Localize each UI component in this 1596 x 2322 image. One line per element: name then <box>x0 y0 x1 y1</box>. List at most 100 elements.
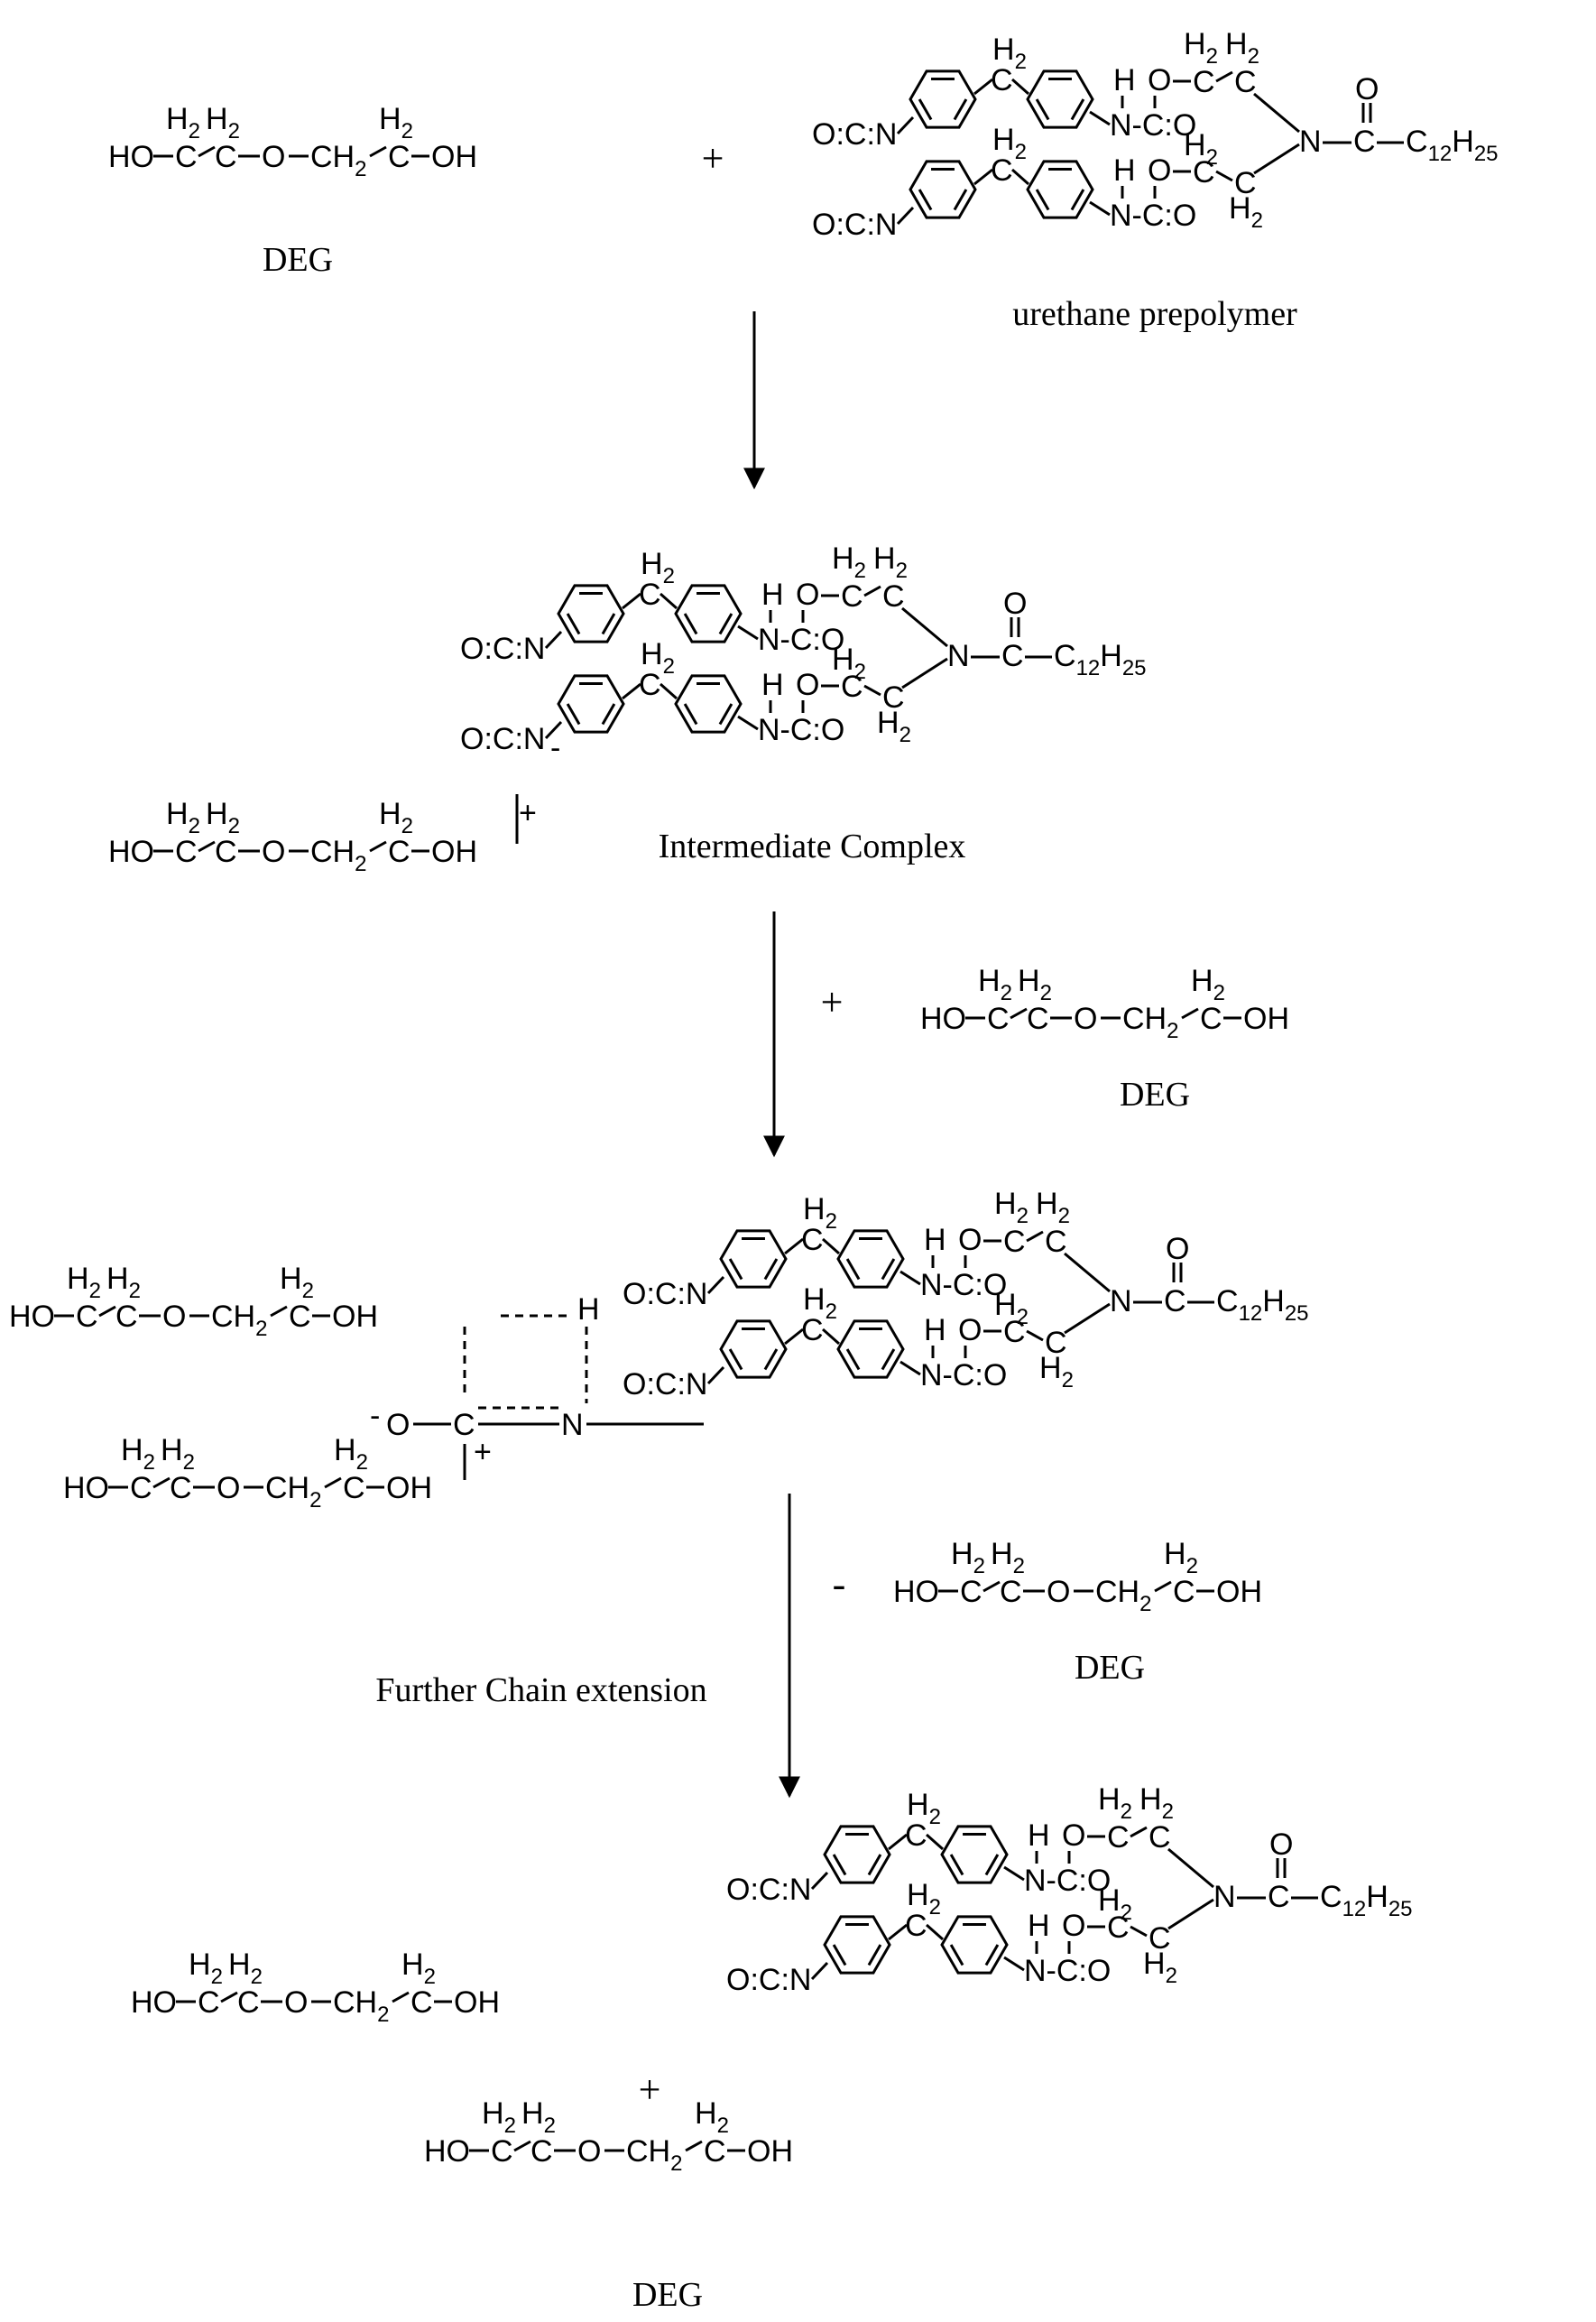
bond <box>1003 1865 1025 1882</box>
ring-outline <box>940 1915 1009 1975</box>
deg-label-1: DEG <box>263 241 333 279</box>
nh-hydrogen: H <box>924 1223 946 1257</box>
ch2-bridge: C <box>801 1223 824 1257</box>
benzene-ring <box>557 674 625 734</box>
amide-nitrogen: N <box>1110 1284 1132 1318</box>
plus-sign-3: + <box>639 2068 661 2112</box>
bond <box>198 840 216 853</box>
dodecyl-group: C12H25 <box>1320 1880 1413 1921</box>
intermediate-complex-label: Intermediate Complex <box>659 828 966 865</box>
h2-label: H2 <box>161 1433 195 1475</box>
ring-double-bond <box>845 1348 861 1371</box>
h2-label: H2 <box>832 643 866 684</box>
bond <box>863 585 881 597</box>
c-atom: C <box>1027 1002 1049 1036</box>
c-atom: C <box>882 680 905 715</box>
bond <box>1011 168 1029 186</box>
bond <box>1154 1580 1172 1593</box>
ring-double-bond <box>918 189 933 211</box>
ho-atom: HO <box>131 1985 177 2020</box>
ho-atom: HO <box>108 140 154 174</box>
ester-oxygen: O <box>1148 153 1171 188</box>
ring-outline <box>836 1229 905 1289</box>
ho-atom: HO <box>9 1300 55 1334</box>
bond <box>1130 1925 1148 1938</box>
c-atom: C <box>115 1300 138 1334</box>
bond <box>810 1961 829 1981</box>
bond <box>901 606 948 648</box>
h2-label: H2 <box>1139 1782 1174 1824</box>
bond <box>369 145 387 158</box>
bond <box>810 1871 829 1891</box>
c-atom: C <box>882 579 905 614</box>
ring-double-bond <box>566 703 581 726</box>
benzene-ring <box>836 1229 905 1289</box>
isocyanate-group: O:C:N <box>726 1873 811 1907</box>
bond <box>896 206 915 226</box>
carbonyl-oxygen: O <box>1355 72 1379 106</box>
h2-label: H2 <box>280 1262 314 1303</box>
ring-double-bond <box>601 613 616 635</box>
c-atom: C <box>841 670 863 704</box>
ring-double-bond <box>832 1854 847 1876</box>
nh-hydrogen: H <box>761 578 784 612</box>
c-atom: C <box>1193 65 1215 99</box>
bond <box>784 1237 804 1255</box>
ring-outline <box>719 1229 788 1289</box>
c-atom: C <box>1003 1315 1026 1349</box>
carbonyl-oxygen: O <box>1269 1827 1293 1862</box>
benzene-ring <box>909 160 977 219</box>
ch2-group: CH2 <box>211 1300 267 1341</box>
oh-atom: OH <box>332 1300 378 1334</box>
h2-label: H2 <box>334 1433 368 1475</box>
ch2-group: CH2 <box>333 1985 389 2027</box>
bond <box>369 840 387 853</box>
c-atom: C <box>1173 1575 1195 1609</box>
activated-nitrogen: N <box>561 1408 584 1442</box>
h2-label: H2 <box>1191 964 1225 1005</box>
bond <box>1130 1826 1148 1838</box>
c-atom: C <box>175 835 198 869</box>
ring-outline <box>836 1319 905 1379</box>
urethane-nco: N-C:O <box>920 1358 1007 1392</box>
h2-label: H2 <box>521 2096 556 2138</box>
amide-nitrogen: N <box>1299 125 1322 159</box>
h2-label: H2 <box>1018 964 1052 1005</box>
ring-double-bond <box>718 703 733 726</box>
h2-label: H2 <box>951 1537 985 1578</box>
ring-outline <box>909 160 977 219</box>
urethane-nco: N-C:O <box>1110 108 1196 143</box>
h2-label: H2 <box>1229 191 1263 233</box>
bond <box>706 1275 725 1295</box>
ch2-bridge: C <box>639 578 661 612</box>
ch2-group: CH2 <box>265 1471 321 1513</box>
h2-label: H2 <box>189 1947 223 1989</box>
ring-outline <box>674 584 743 643</box>
activated-carbon: C <box>453 1408 475 1442</box>
bond <box>544 630 563 650</box>
bond <box>973 78 993 96</box>
carbonyl-carbon: C <box>1268 1880 1290 1914</box>
c-atom: C <box>704 2134 726 2169</box>
h2-label: H2 <box>994 1288 1029 1329</box>
c-atom: C <box>1045 1326 1067 1360</box>
bond <box>660 682 678 700</box>
ester-oxygen: O <box>1148 63 1171 97</box>
bond <box>1026 1329 1044 1342</box>
isocyanate-group: O:C:N <box>460 632 545 666</box>
oh-atom: OH <box>1216 1575 1262 1609</box>
bond <box>983 1580 1001 1593</box>
bond <box>198 145 216 158</box>
c-atom: C <box>170 1471 192 1505</box>
urethane-nco: N-C:O <box>920 1268 1007 1302</box>
amide-nitrogen: N <box>947 639 970 673</box>
ring-double-bond <box>728 1348 743 1371</box>
bond <box>1253 92 1300 134</box>
ring-double-bond <box>1070 98 1085 121</box>
c-atom: C <box>215 140 237 174</box>
h2-label: H2 <box>803 1282 837 1324</box>
urethane-nco: N-C:O <box>1024 1954 1111 1988</box>
benzene-ring <box>557 584 625 643</box>
